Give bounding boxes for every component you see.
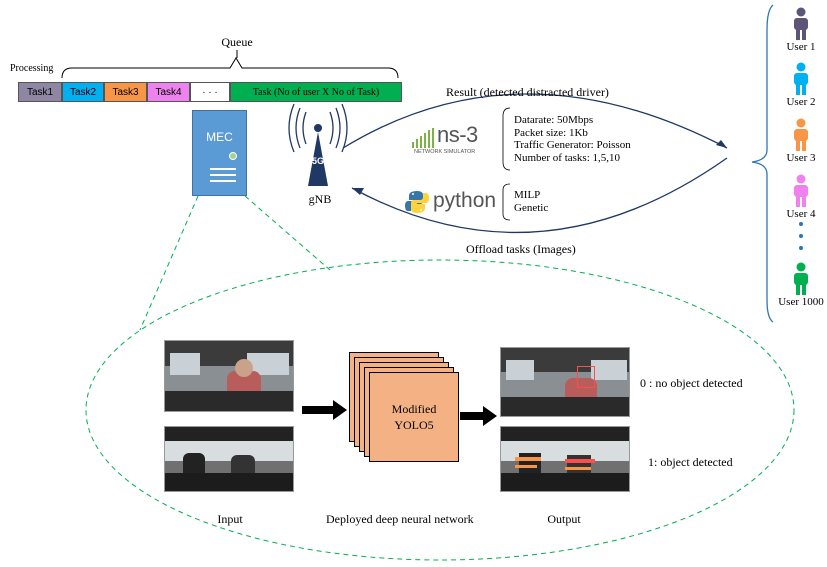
user-icon: [794, 62, 808, 95]
param-traffic-generator: Traffic Generator: Poisson: [514, 139, 631, 151]
detection-box: [577, 366, 595, 388]
python-logo-icon: [405, 191, 429, 213]
output-image-1: [500, 347, 630, 417]
task-3: Task3: [104, 82, 147, 102]
arrow-input-to-model: [302, 406, 334, 414]
task-2: Task2: [62, 82, 104, 102]
ns3-logo-subtext: NETWORK SIMULATOR: [414, 149, 476, 155]
detection-label: [565, 467, 591, 470]
gnb-5g-badge: 5G: [311, 156, 324, 166]
user-icon: [794, 262, 808, 295]
user-label: User 1: [786, 41, 816, 53]
mec-vent-icon: [210, 180, 236, 182]
model-block: Modified YOLO5: [369, 372, 459, 462]
param-datarate: Datarate: 50Mbps: [514, 114, 594, 126]
python-methods: MILP Genetic: [514, 189, 548, 214]
class-1-label: 1: object detected: [648, 455, 733, 469]
mec-label: MEC: [206, 130, 233, 144]
processing-label: Processing: [10, 63, 54, 74]
queue-title: Queue: [221, 35, 253, 49]
model-label: Modified YOLO5: [391, 402, 437, 432]
network-label: Deployed deep neural network: [326, 512, 474, 526]
param-packet-size: Packet size: 1Kb: [514, 126, 588, 139]
arrow-input-to-model-head: [333, 400, 347, 420]
output-label: Output: [547, 512, 581, 526]
ns3-params: Datarate: 50Mbps Packet size: 1Kb Traffi…: [514, 114, 631, 164]
arrow-model-to-output: [460, 412, 484, 420]
user-icon: [794, 174, 808, 207]
user-icon: [794, 118, 808, 151]
method-milp: MILP: [514, 189, 541, 201]
ns3-logo: ns-3: [437, 122, 478, 147]
output-image-2: [500, 426, 630, 492]
detection-label: [515, 457, 541, 461]
param-number-of-tasks: Number of tasks: 1,5,10: [514, 151, 621, 164]
ns3-signal-bars-icon: [412, 128, 434, 148]
user-icon: [794, 7, 808, 40]
detection-label: [515, 465, 537, 468]
mec-vent-icon: [210, 168, 236, 170]
task-4: Task4: [147, 82, 190, 102]
gnb-tower-icon: [308, 124, 328, 186]
arrow-model-to-output-head: [483, 406, 497, 426]
method-genetic: Genetic: [514, 201, 549, 214]
task-1: Task1: [18, 82, 62, 102]
class-0-label: 0 : no object detected: [640, 376, 743, 390]
user-label: User 4: [786, 208, 816, 220]
gnb-label: gNB: [308, 192, 332, 206]
result-label: Result (detected distracted driver): [446, 85, 609, 99]
offload-label: Offload tasks (Images): [466, 242, 576, 256]
python-logo-text: python: [433, 189, 497, 212]
mec-server: [192, 110, 247, 196]
task-ellipsis: · · ·: [190, 82, 230, 102]
user-label: User 3: [786, 152, 816, 164]
user-label: User 2: [786, 96, 816, 108]
user-label: User 1000: [778, 296, 824, 308]
input-image-1: [164, 340, 294, 412]
input-image-2: [164, 426, 294, 492]
mec-vent-icon: [210, 174, 236, 176]
input-label: Input: [217, 512, 243, 526]
detection-label: [565, 459, 595, 463]
mec-status-led-icon: [229, 152, 237, 160]
task-queue-total: Task (No of user X No of Task): [230, 82, 402, 102]
